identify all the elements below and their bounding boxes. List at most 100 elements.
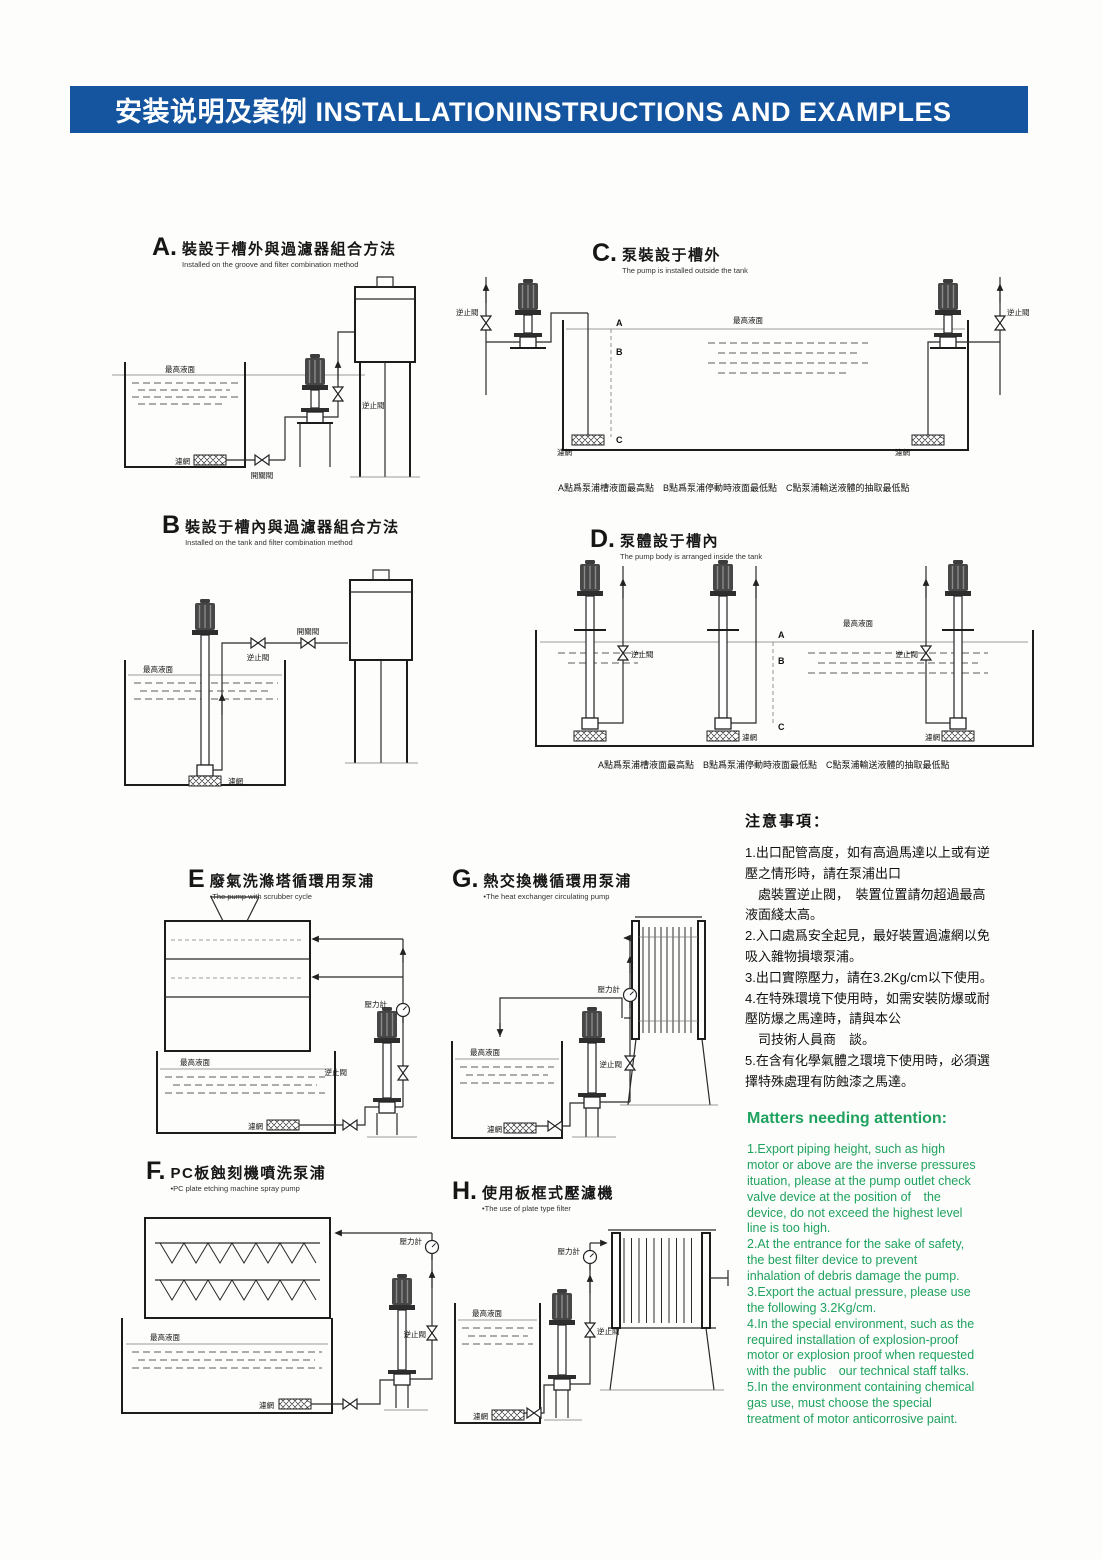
section-b-title: 裝設于槽內與過濾器組合方法 bbox=[185, 519, 400, 536]
section-b-letter: B bbox=[162, 511, 181, 539]
point-a: A bbox=[616, 318, 623, 328]
diagram-g: 最高液面 濾網 壓力計 逆止閥 bbox=[451, 916, 718, 1139]
section-c-letter: C. bbox=[592, 239, 617, 267]
filter-vessel bbox=[350, 276, 420, 478]
heat-exchanger bbox=[620, 916, 718, 1106]
point-a: A bbox=[778, 630, 785, 640]
pump-2 bbox=[707, 559, 760, 730]
pump bbox=[384, 1273, 428, 1411]
page-header: 安装说明及案例 INSTALLATIONINSTRUCTIONS AND EXA… bbox=[70, 86, 1028, 133]
piping-left bbox=[482, 277, 589, 435]
filter-press bbox=[600, 1229, 729, 1391]
section-f-letter: F. bbox=[146, 1157, 166, 1185]
valve-icon bbox=[526, 1407, 542, 1419]
section-a-title: 裝設于槽外與過濾器組合方法 bbox=[182, 241, 397, 258]
pump bbox=[367, 1006, 417, 1138]
section-g-letter: G. bbox=[452, 865, 479, 893]
diagram-c: 最高液面 逆止閥 濾網 逆止閥 濾網 A B C bbox=[456, 277, 1030, 493]
notes-chinese: 注意事項： 1.出口配管高度，如有高過馬達以上或有逆 壓之情形時，請在泵浦出口 … bbox=[745, 810, 1047, 1093]
section-a-header: A. 裝設于槽外與過濾器組合方法 Installed on the groove… bbox=[152, 233, 397, 269]
mesh-icon bbox=[911, 434, 945, 446]
valve-icon bbox=[547, 1120, 563, 1132]
label-check-valve: 逆止閥 bbox=[247, 652, 270, 662]
pump-3 bbox=[922, 559, 974, 730]
notes-english-body: 1.Export piping height, such as high mot… bbox=[747, 1142, 976, 1426]
label-mesh: 濾網 bbox=[487, 1124, 502, 1134]
diagram-b: 最高液面 濾網 逆止閥 開關閥 bbox=[124, 569, 418, 787]
level-points: A B C bbox=[610, 318, 623, 445]
valve-icon bbox=[342, 1119, 358, 1131]
label-check-valve: 逆止閥 bbox=[896, 649, 919, 659]
label-max-level: 最高液面 bbox=[470, 1047, 500, 1057]
pump bbox=[297, 354, 333, 467]
section-e-subtitle: •The pump with scrubber cycle bbox=[209, 892, 312, 901]
label-max-level: 最高液面 bbox=[143, 664, 173, 674]
section-d-subtitle: The pump body is arranged inside the tan… bbox=[620, 552, 763, 561]
section-g-title: 熱交換機循環用泵浦 bbox=[483, 873, 632, 890]
tank bbox=[124, 362, 246, 468]
pump bbox=[572, 1006, 616, 1138]
diagram-c-caption: A點爲泵浦槽液面最高點 B點爲泵浦停動時液面最低點 C點泵浦輸送液體的抽取最低點 bbox=[558, 482, 910, 493]
section-f-header: F. PC板蝕刻機噴洗泵浦 •PC plate etching machine … bbox=[146, 1157, 327, 1193]
mesh-icon bbox=[571, 434, 605, 446]
label-check-valve: 逆止閥 bbox=[404, 1329, 427, 1339]
pressure-gauge-icon bbox=[622, 987, 638, 1009]
label-mesh: 濾網 bbox=[248, 1121, 263, 1131]
label-gauge: 壓力計 bbox=[598, 984, 621, 994]
label-max-level: 最高液面 bbox=[472, 1308, 502, 1318]
check-valve-icon bbox=[480, 315, 492, 331]
section-h-subtitle: •The use of plate type filter bbox=[482, 1204, 571, 1213]
tank bbox=[454, 1303, 541, 1424]
pump bbox=[191, 598, 219, 777]
check-valve-icon bbox=[994, 315, 1006, 331]
section-d-letter: D. bbox=[590, 525, 615, 553]
section-b-subtitle: Installed on the tank and filter combina… bbox=[185, 538, 353, 547]
label-max-level: 最高液面 bbox=[165, 364, 195, 374]
pressure-gauge-icon bbox=[395, 1002, 411, 1024]
check-valve-icon bbox=[397, 1065, 409, 1081]
switch-valve-icon bbox=[300, 637, 316, 649]
section-b-header: B 裝設于槽內與過濾器組合方法 Installed on the tank an… bbox=[162, 511, 400, 547]
pressure-gauge-icon bbox=[424, 1239, 440, 1261]
switch-valve-icon bbox=[254, 454, 270, 466]
point-b: B bbox=[778, 656, 785, 666]
check-valve-icon bbox=[426, 1325, 438, 1341]
section-f-title: PC板蝕刻機噴洗泵浦 bbox=[170, 1165, 327, 1182]
section-e-title: 廢氣洗滌塔循環用泵浦 bbox=[209, 873, 375, 890]
pump-left bbox=[510, 279, 546, 349]
label-max-level: 最高液面 bbox=[843, 618, 873, 628]
notes-chinese-body: 1.出口配管高度，如有高過馬達以上或有逆 壓之情形時，請在泵浦出口 處裝置逆止閥… bbox=[745, 845, 993, 1089]
point-c: C bbox=[778, 722, 785, 732]
section-e-letter: E bbox=[188, 865, 205, 893]
label-mesh: 濾網 bbox=[895, 447, 910, 457]
section-d-header: D. 泵體設于槽內 The pump body is arranged insi… bbox=[590, 525, 763, 561]
check-valve-icon bbox=[332, 386, 344, 402]
pump-right bbox=[930, 279, 966, 349]
section-e-header: E 廢氣洗滌塔循環用泵浦 •The pump with scrubber cyc… bbox=[188, 865, 375, 901]
label-max-level: 最高液面 bbox=[150, 1332, 180, 1342]
section-a-subtitle: Installed on the groove and filter combi… bbox=[182, 260, 359, 269]
mesh-icon bbox=[573, 730, 607, 742]
label-gauge: 壓力計 bbox=[558, 1246, 581, 1256]
mesh-icon bbox=[706, 730, 740, 742]
diagram-a: 最高液面 濾網 開關閥 逆止閥 bbox=[112, 276, 420, 480]
section-f-subtitle: •PC plate etching machine spray pump bbox=[170, 1184, 300, 1193]
label-check-valve: 逆止閥 bbox=[600, 1059, 623, 1069]
section-a-letter: A. bbox=[152, 233, 177, 261]
notes-english-heading: Matters needing attention: bbox=[747, 1110, 948, 1127]
section-c-subtitle: The pump is installed outside the tank bbox=[622, 266, 748, 275]
mesh-icon bbox=[266, 1119, 300, 1131]
pressure-gauge-icon bbox=[582, 1249, 598, 1271]
piping bbox=[496, 934, 634, 1127]
diagram-d-caption: A點爲泵浦槽液面最高點 B點爲泵浦停動時液面最低點 C點泵浦輸送液體的抽取最低點 bbox=[598, 759, 950, 770]
label-mesh: 濾網 bbox=[228, 776, 243, 786]
notes-chinese-heading: 注意事項： bbox=[745, 813, 831, 830]
mesh-icon bbox=[491, 1409, 525, 1421]
mesh-icon bbox=[503, 1122, 537, 1134]
label-max-level: 最高液面 bbox=[733, 315, 763, 325]
piping bbox=[213, 642, 348, 771]
diagram-f: 最高液面 濾網 壓力計 逆止閥 bbox=[121, 1217, 440, 1414]
mesh-icon bbox=[941, 730, 975, 742]
tank bbox=[156, 1051, 336, 1134]
label-check-valve: 逆止閥 bbox=[456, 307, 479, 317]
